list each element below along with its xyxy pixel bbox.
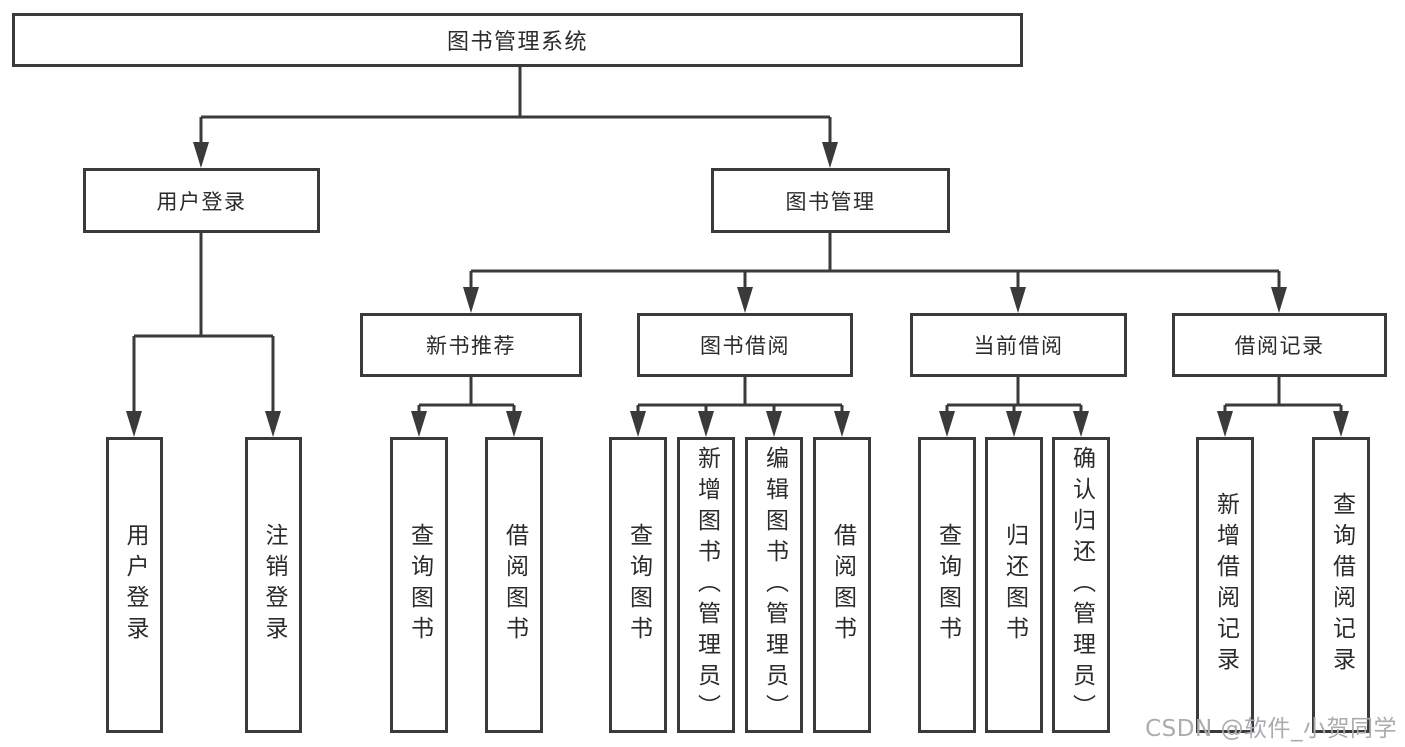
node-label: 借阅图书 xyxy=(829,523,856,647)
node-label: 新增借阅记录 xyxy=(1212,492,1239,678)
leaf-borrow-books-recommend: 借阅图书 xyxy=(485,437,543,733)
node-user-login: 用户登录 xyxy=(83,168,320,233)
leaf-query-books-current: 查询图书 xyxy=(918,437,976,733)
node-library-system: 图书管理系统 xyxy=(12,13,1023,67)
leaf-confirm-return-admin: 确认归还（管理员） xyxy=(1052,437,1110,733)
node-label: 用户登录 xyxy=(156,189,247,214)
leaf-query-borrow-record: 查询借阅记录 xyxy=(1312,437,1370,733)
leaf-add-book-admin: 新增图书（管理员） xyxy=(677,437,735,733)
leaf-query-books-recommend: 查询图书 xyxy=(390,437,448,733)
arrowhead-icon xyxy=(939,411,955,437)
arrowhead-icon xyxy=(411,411,427,437)
node-label: 新书推荐 xyxy=(426,334,516,358)
node-label: 新增图书（管理员） xyxy=(693,445,720,725)
arrowhead-icon xyxy=(1271,287,1287,313)
node-book-borrowing: 图书借阅 xyxy=(637,313,853,377)
node-label: 借阅记录 xyxy=(1234,334,1325,358)
leaf-add-borrow-record: 新增借阅记录 xyxy=(1196,437,1254,733)
arrowhead-icon xyxy=(822,142,838,168)
node-label: 借阅图书 xyxy=(501,523,528,647)
arrowhead-icon xyxy=(1006,411,1022,437)
arrowhead-icon xyxy=(1073,411,1089,437)
arrowhead-icon xyxy=(1217,411,1233,437)
node-current-borrowing: 当前借阅 xyxy=(910,313,1127,377)
node-label: 查询图书 xyxy=(934,523,961,647)
node-label: 注销登录 xyxy=(261,523,287,647)
node-label: 图书管理系统 xyxy=(446,30,588,55)
arrowhead-icon xyxy=(506,411,522,437)
leaf-borrow-books-borrowing: 借阅图书 xyxy=(813,437,871,733)
arrowhead-icon xyxy=(1333,411,1349,437)
watermark: CSDN @软件_小贺同学 xyxy=(1145,716,1397,742)
node-book-management: 图书管理 xyxy=(711,168,950,233)
arrowhead-icon xyxy=(126,411,142,437)
leaf-query-books-borrowing: 查询图书 xyxy=(609,437,667,733)
node-label: 归还图书 xyxy=(1001,523,1028,647)
node-label: 查询借阅记录 xyxy=(1328,492,1355,678)
arrowhead-icon xyxy=(737,287,753,313)
node-label: 编辑图书（管理员） xyxy=(761,445,788,725)
node-label: 用户登录 xyxy=(122,523,148,647)
node-label: 确认归还（管理员） xyxy=(1068,445,1095,725)
node-borrow-records: 借阅记录 xyxy=(1172,313,1387,377)
arrowhead-icon xyxy=(766,411,782,437)
arrowhead-icon xyxy=(463,287,479,313)
arrowhead-icon xyxy=(834,411,850,437)
node-label: 查询图书 xyxy=(625,523,652,647)
arrowhead-icon xyxy=(193,142,209,168)
node-new-book-recommend: 新书推荐 xyxy=(360,313,582,377)
node-label: 查询图书 xyxy=(406,523,433,647)
arrowhead-icon xyxy=(630,411,646,437)
arrowhead-icon xyxy=(1010,287,1026,313)
leaf-logout: 注销登录 xyxy=(245,437,302,733)
arrowhead-icon xyxy=(698,411,714,437)
node-label: 图书借阅 xyxy=(700,334,790,358)
leaf-edit-book-admin: 编辑图书（管理员） xyxy=(745,437,803,733)
leaf-return-books: 归还图书 xyxy=(985,437,1043,733)
node-label: 当前借阅 xyxy=(973,334,1064,358)
leaf-user-login: 用户登录 xyxy=(106,437,163,733)
arrowhead-icon xyxy=(265,411,281,437)
node-label: 图书管理 xyxy=(785,189,876,214)
